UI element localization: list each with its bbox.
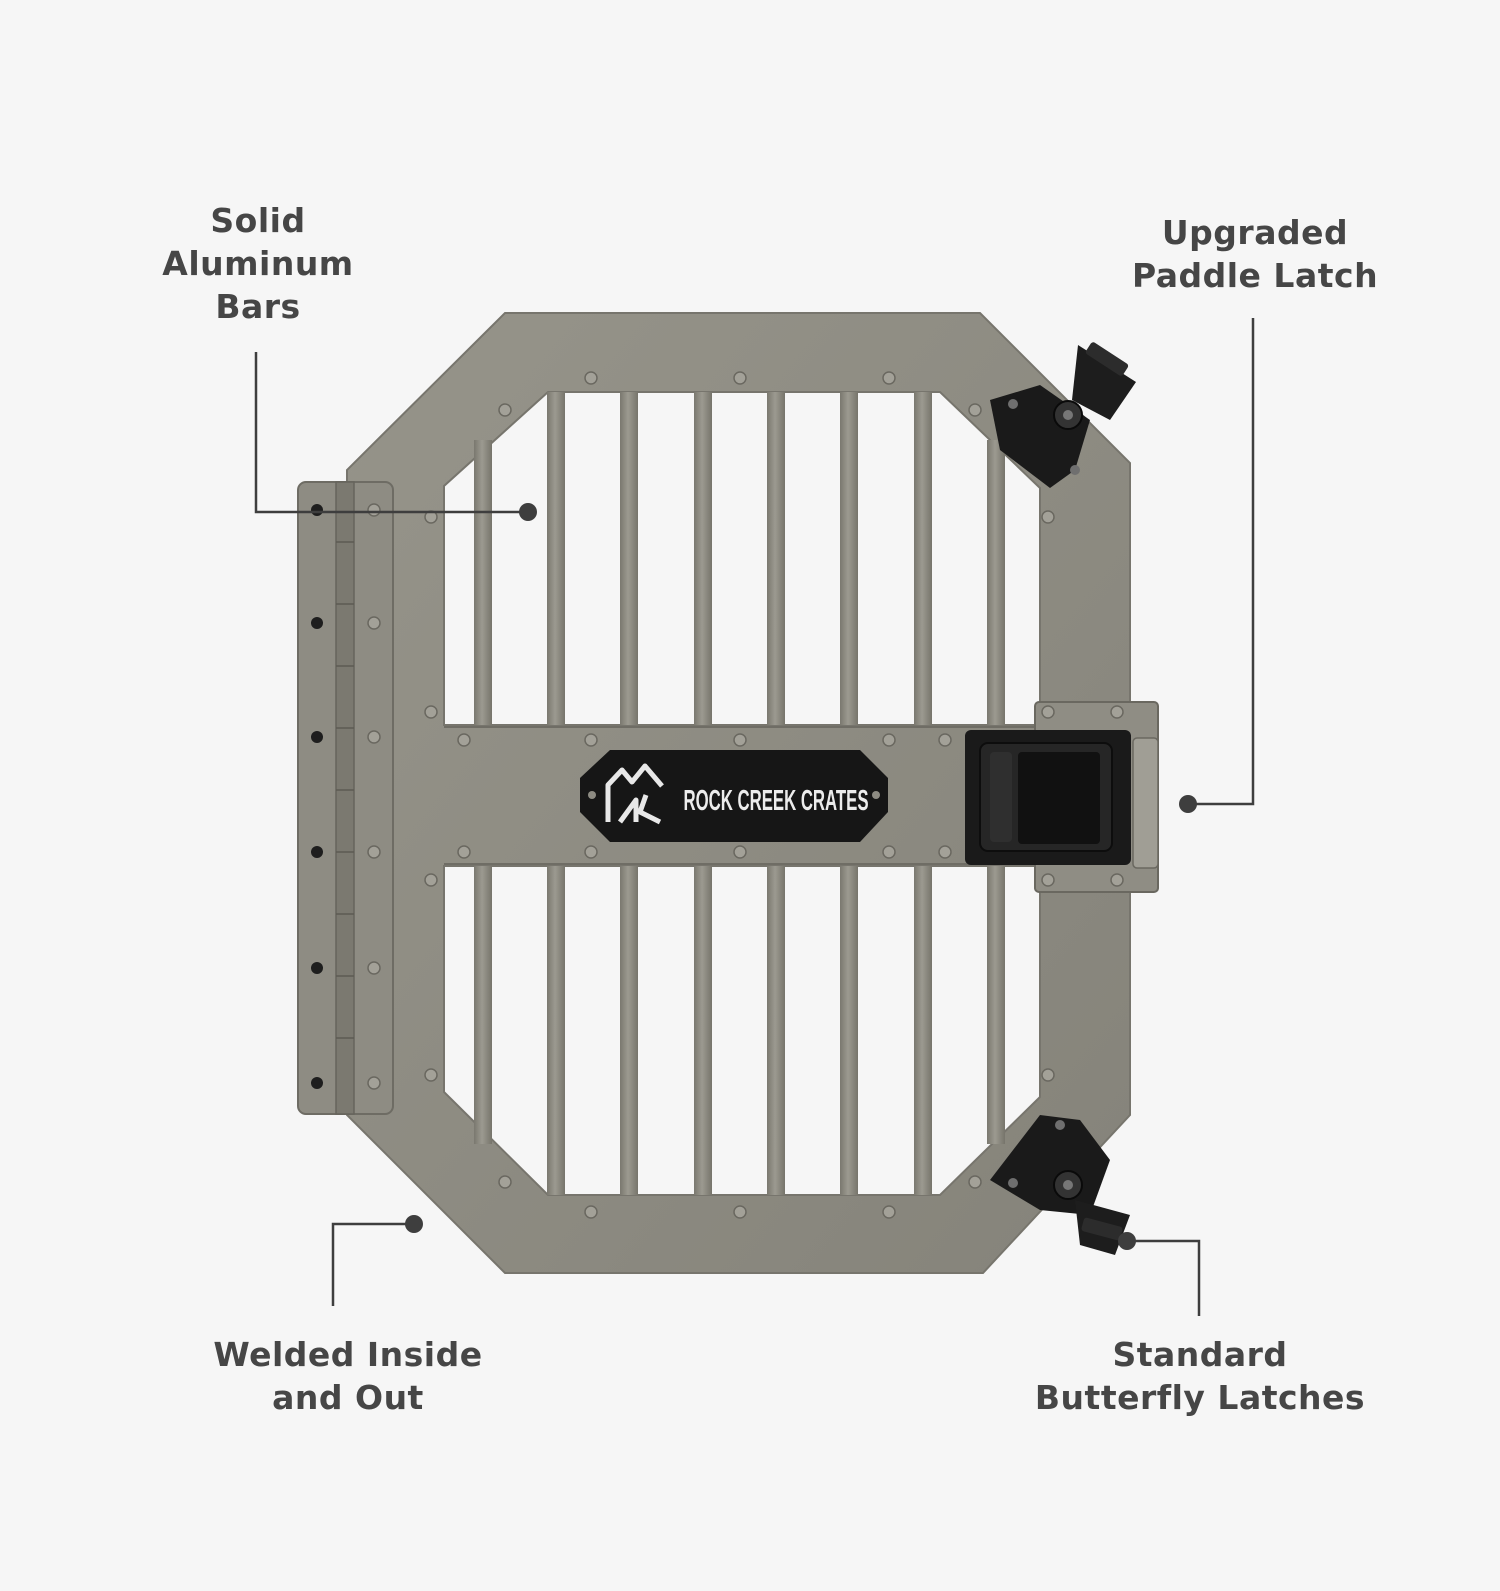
leader-dot-butterfly — [1118, 1232, 1136, 1250]
hinge-assembly — [297, 481, 394, 1115]
leader-dot-welded — [405, 1215, 423, 1233]
paddle-latch — [965, 701, 1159, 893]
leader-welded — [331, 1222, 414, 1306]
leader-bars — [254, 352, 528, 514]
callout-bars-line1: Solid — [210, 201, 306, 240]
butterfly-latch-bottom — [990, 1115, 1130, 1255]
brand-badge: ROCK CREEK CRATES — [580, 750, 888, 842]
callout-welded-inside-and-out: Welded Inside and Out — [178, 1333, 518, 1419]
mountain-rc-logo-icon — [605, 763, 664, 825]
callout-bars-line3: Bars — [215, 287, 301, 326]
callout-paddle-line1: Upgraded — [1161, 213, 1349, 252]
aluminum-bars-top — [474, 392, 1005, 725]
callout-upgraded-paddle-latch: Upgraded Paddle Latch — [1090, 211, 1420, 297]
callout-butterfly-line2: Butterfly Latches — [1034, 1378, 1366, 1417]
callout-bars-line2: Aluminum — [162, 244, 354, 283]
callout-solid-aluminum-bars: Solid Aluminum Bars — [118, 199, 398, 328]
callout-paddle-line2: Paddle Latch — [1131, 256, 1379, 295]
leader-dot-bars — [519, 503, 537, 521]
callout-butterfly-line1: Standard — [1112, 1335, 1288, 1374]
butterfly-latch-top — [990, 342, 1136, 488]
leader-lines — [254, 318, 1255, 1316]
leader-paddle — [1188, 318, 1255, 806]
leader-butterfly — [1127, 1239, 1201, 1316]
callout-welded-line1: Welded Inside — [213, 1335, 483, 1374]
callout-welded-line2: and Out — [272, 1378, 424, 1417]
brand-name: ROCK CREEK CRATES — [684, 785, 869, 817]
callout-standard-butterfly-latches: Standard Butterfly Latches — [1010, 1333, 1390, 1419]
leader-dot-paddle — [1179, 795, 1197, 813]
aluminum-bars-bottom — [474, 866, 1005, 1195]
